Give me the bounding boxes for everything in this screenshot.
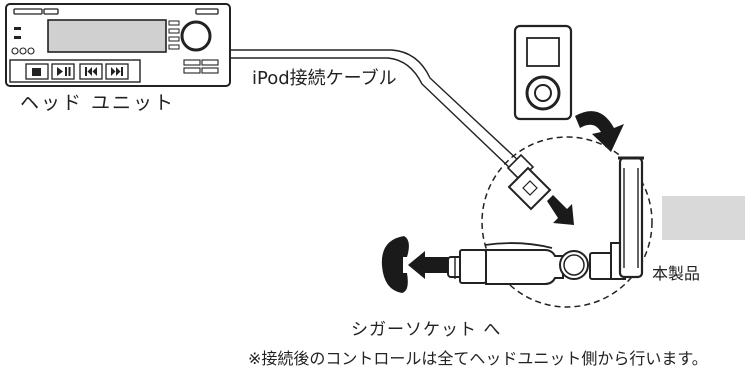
zoom-detail-circle [481,136,653,308]
head-unit-display [47,19,167,53]
previous-track-icon [85,67,97,76]
dock-connector-plug [506,153,552,211]
product-label: 本製品 [652,264,701,283]
stop-icon [32,68,41,76]
ipod-cable-label: iPod接続ケーブル [252,68,397,89]
head-unit-label: ヘッド ユニット [20,92,176,114]
ipod-icon [513,24,573,121]
usage-note: ※接続後のコントロールは全てヘッドユニット側から行います。 [248,349,708,368]
ipod-cable [227,49,521,171]
product-device [447,156,644,285]
to-socket-arrow [408,251,448,279]
cigarette-socket-icon [381,236,409,293]
cigarette-socket-label: シガーソケット へ [351,320,502,340]
connect-plug-arrow [547,195,574,225]
insert-ipod-arrow [575,111,624,152]
next-track-icon [111,67,123,76]
placeholder-box [662,196,745,240]
head-unit-buttons [25,63,129,80]
play-pause-icon [57,67,71,76]
volume-knob-icon [180,20,212,52]
